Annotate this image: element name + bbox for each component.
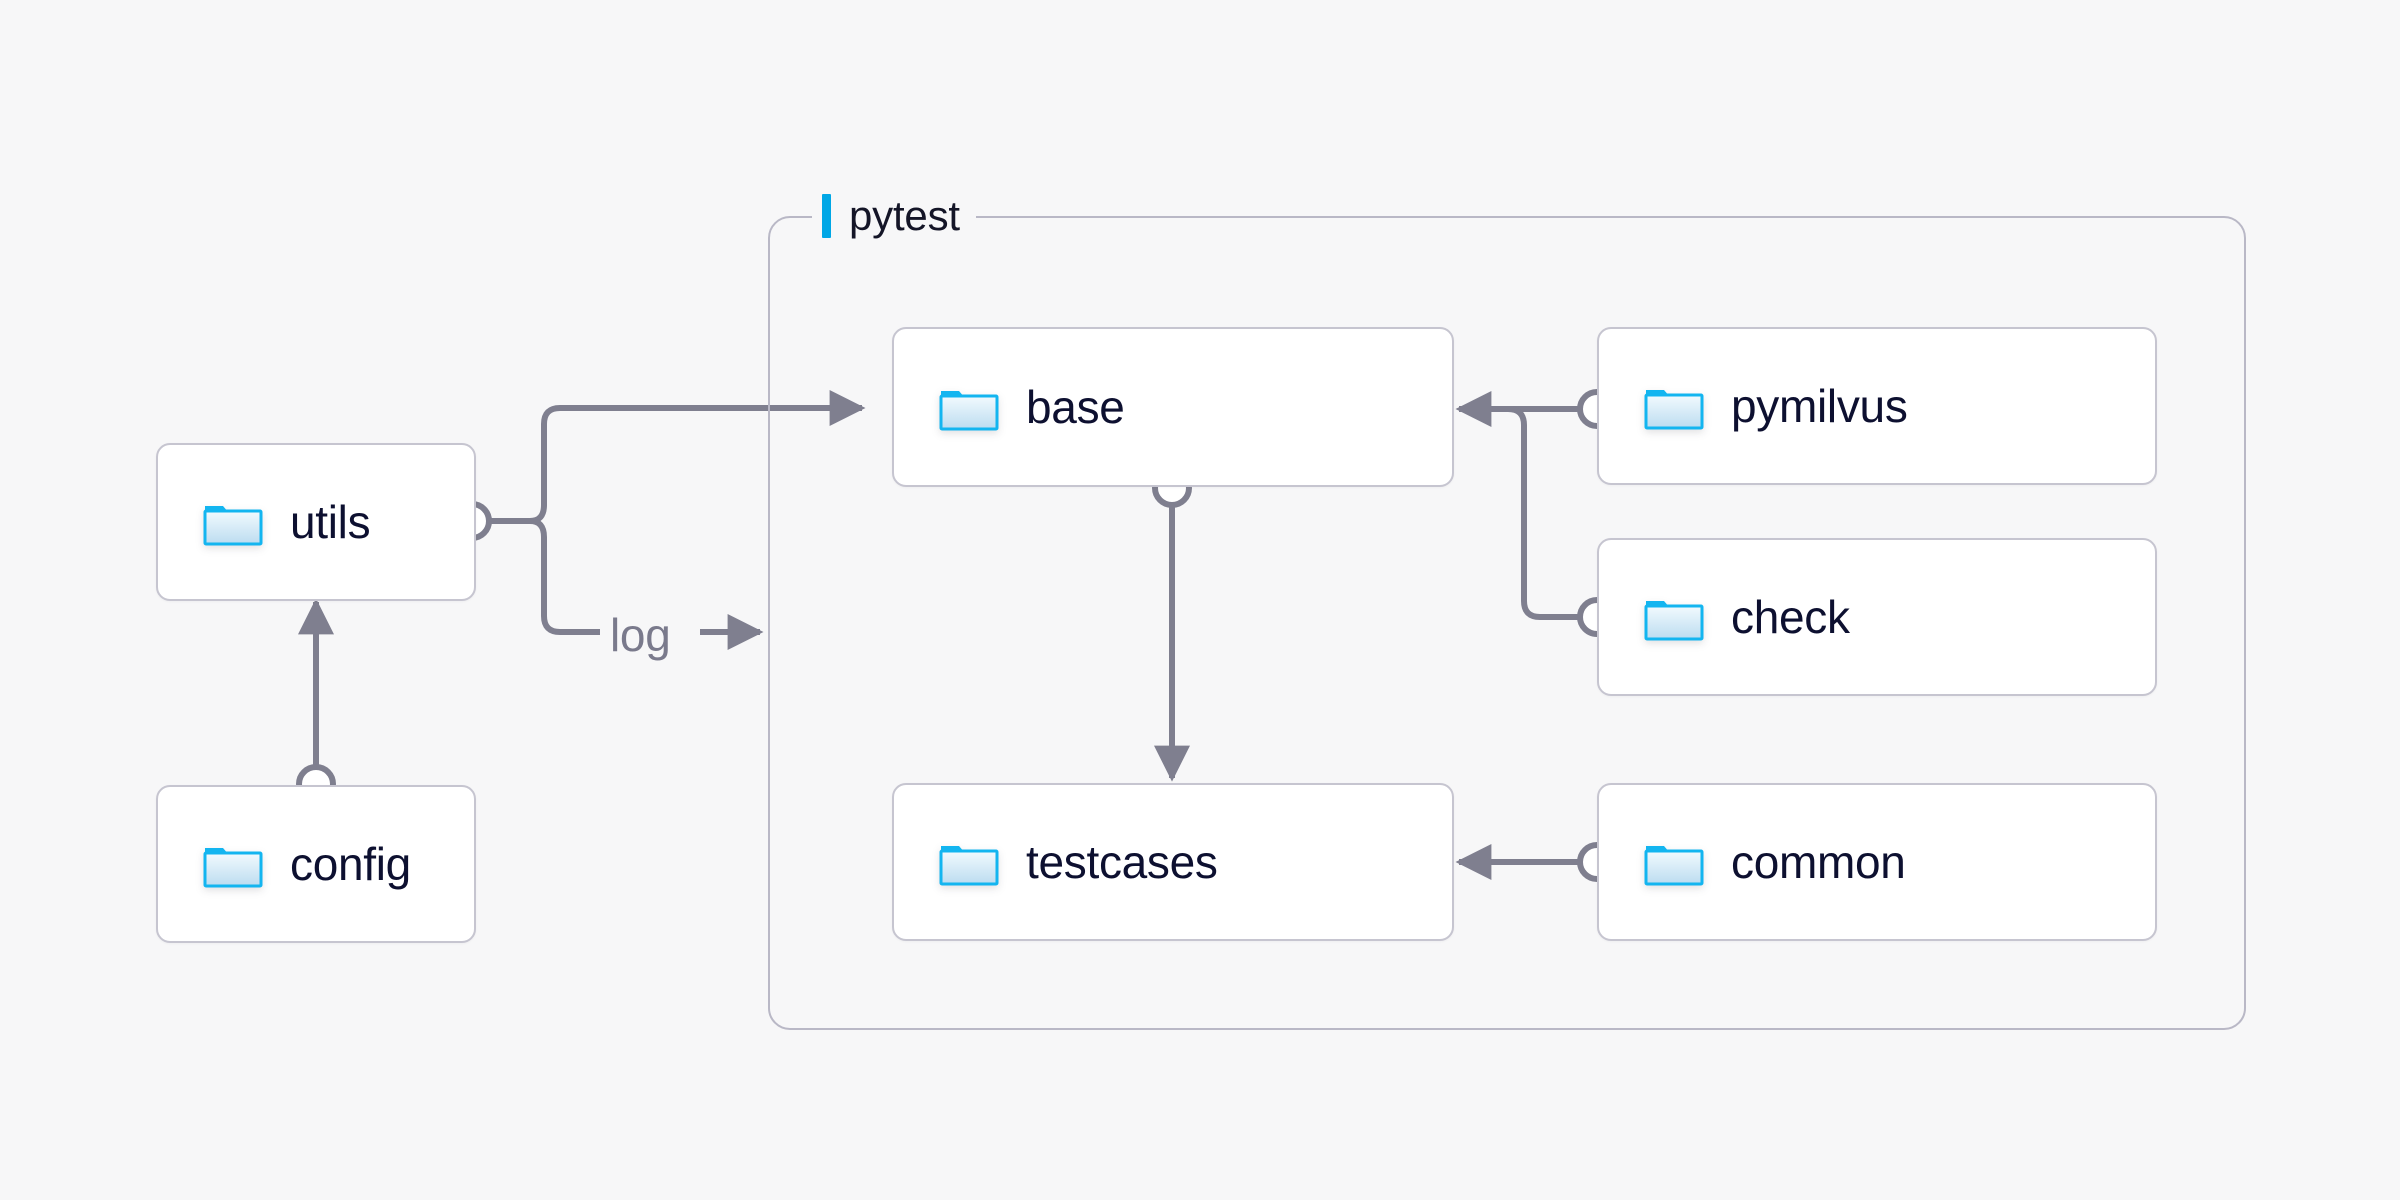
folder-icon	[203, 506, 263, 546]
node-testcases[interactable]: testcases	[892, 783, 1454, 941]
folder-icon	[939, 846, 999, 886]
folder-icon	[939, 391, 999, 431]
folder-icon	[1644, 846, 1704, 886]
node-utils[interactable]: utils	[156, 443, 476, 601]
node-base[interactable]: base	[892, 327, 1454, 487]
edge-label-log: log	[602, 608, 679, 662]
group-title-text: pytest	[849, 192, 960, 239]
node-config[interactable]: config	[156, 785, 476, 943]
folder-icon	[203, 848, 263, 888]
group-pytest-label: pytest	[812, 185, 976, 247]
node-base-label: base	[1026, 381, 1125, 433]
node-config-label: config	[290, 838, 411, 890]
node-check[interactable]: check	[1597, 538, 2157, 696]
node-testcases-label: testcases	[1026, 836, 1218, 888]
group-pytest	[768, 216, 2246, 1030]
node-check-label: check	[1731, 591, 1850, 643]
folder-icon	[1644, 390, 1704, 430]
node-utils-label: utils	[290, 496, 371, 548]
node-common-label: common	[1731, 836, 1906, 888]
folder-icon	[1644, 601, 1704, 641]
node-pymilvus[interactable]: pymilvus	[1597, 327, 2157, 485]
group-accent-bar	[822, 194, 831, 238]
node-pymilvus-label: pymilvus	[1731, 380, 1908, 432]
node-common[interactable]: common	[1597, 783, 2157, 941]
